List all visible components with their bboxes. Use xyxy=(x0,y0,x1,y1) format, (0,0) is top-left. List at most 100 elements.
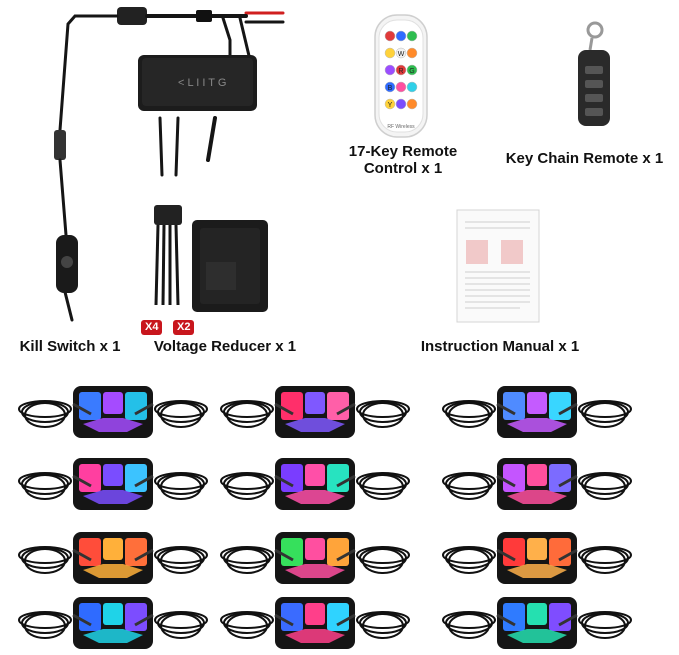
wire-coil xyxy=(160,402,202,428)
led-pod-grid xyxy=(18,386,632,649)
keychain-remote xyxy=(578,21,610,126)
remote-key xyxy=(395,30,407,42)
wire-coil xyxy=(157,547,205,569)
pod-led-center xyxy=(527,392,547,414)
wire-coil xyxy=(223,612,271,634)
pod-led-left xyxy=(503,603,525,631)
led-pod xyxy=(442,597,632,649)
wire-coil xyxy=(584,402,626,428)
pod-led-bottom xyxy=(83,490,143,504)
pod-led-left xyxy=(281,392,303,420)
kill-switch xyxy=(56,235,78,293)
pod-led-left xyxy=(281,603,303,631)
pod-led-right xyxy=(327,392,349,420)
wire-coil xyxy=(448,402,490,428)
wire-coil xyxy=(160,548,202,574)
wire-coil xyxy=(24,402,66,428)
led-pod xyxy=(18,386,208,438)
wire-coil xyxy=(223,401,271,423)
pod-led-center xyxy=(103,464,123,486)
wire-coil xyxy=(445,473,493,495)
pod-led-bottom xyxy=(285,418,345,432)
wire-coil xyxy=(359,547,407,569)
badge-x4: X4 xyxy=(141,320,163,335)
wire-coil xyxy=(448,474,490,500)
led-pod xyxy=(442,386,632,438)
wire-coil xyxy=(223,473,271,495)
remote-key xyxy=(395,98,407,110)
pod-led-center xyxy=(305,603,325,625)
wire-coil xyxy=(445,547,493,569)
wire-coil xyxy=(21,547,69,569)
pod-led-bottom xyxy=(83,564,143,578)
pod-led-right xyxy=(327,603,349,631)
remote-key-label: G xyxy=(409,68,414,75)
wire-coil xyxy=(226,474,268,500)
wire-coil xyxy=(359,401,407,423)
wire-coil xyxy=(581,547,629,569)
pod-led-bottom xyxy=(507,490,567,504)
remote-key xyxy=(406,30,418,42)
pod-led-right xyxy=(549,392,571,420)
pod-led-left xyxy=(281,464,303,492)
wire-coil xyxy=(584,474,626,500)
led-pod xyxy=(442,458,632,510)
pod-frame-line xyxy=(496,402,578,416)
pod-led-right xyxy=(549,538,571,566)
pod-led-center xyxy=(103,603,123,625)
label-17-key-remote: 17-Key Remote Control x 1 xyxy=(348,143,458,177)
control-box-logo: < L I I T G xyxy=(178,77,226,89)
pod-led-bottom xyxy=(507,564,567,578)
wire-coil xyxy=(581,401,629,423)
remote-key xyxy=(395,81,407,93)
remote-key-label: W xyxy=(398,51,405,58)
voltage-reducer xyxy=(192,220,268,312)
led-pod xyxy=(18,532,208,584)
pod-led-center xyxy=(103,538,123,560)
badge-x2: X2 xyxy=(173,320,195,335)
instruction-manual xyxy=(456,209,540,323)
pod-frame-line xyxy=(274,402,356,416)
pod-led-center xyxy=(527,603,547,625)
pod-led-bottom xyxy=(285,564,345,578)
label-voltage-reducer: Voltage Reducer x 1 xyxy=(153,338,297,355)
remote-key-label: R xyxy=(398,68,403,75)
remote-key-label: Y xyxy=(388,102,393,109)
label-instruction-manual: Instruction Manual x 1 xyxy=(420,338,580,355)
label-kill-switch: Kill Switch x 1 xyxy=(19,338,121,355)
remote-key xyxy=(384,47,396,59)
led-pod xyxy=(18,597,208,649)
led-pod xyxy=(220,458,410,510)
pod-led-center xyxy=(305,464,325,486)
pod-led-left xyxy=(79,392,101,420)
wire-coil xyxy=(359,612,407,634)
pod-led-center xyxy=(305,538,325,560)
wire-coil xyxy=(362,613,404,639)
wire-coil xyxy=(157,473,205,495)
pod-led-left xyxy=(281,538,303,566)
wire-coil xyxy=(362,402,404,428)
remote-key xyxy=(395,64,407,76)
control-box: < L I I T G xyxy=(138,55,257,111)
wire-coil xyxy=(448,613,490,639)
remote-key xyxy=(406,47,418,59)
remote-footer: RF Wireless xyxy=(387,124,415,130)
wire-coil xyxy=(362,474,404,500)
wire-coil xyxy=(21,473,69,495)
wire-coil xyxy=(157,401,205,423)
wire-coil xyxy=(21,401,69,423)
pod-frame-line xyxy=(496,548,578,562)
pod-frame-line xyxy=(496,613,578,627)
pod-frame-line xyxy=(274,613,356,627)
remote-key xyxy=(384,81,396,93)
pod-led-left xyxy=(79,603,101,631)
remote-key xyxy=(395,47,407,59)
pod-led-bottom xyxy=(507,418,567,432)
pod-frame-line xyxy=(496,474,578,488)
pod-led-bottom xyxy=(83,629,143,643)
pod-led-bottom xyxy=(285,629,345,643)
wire-coil xyxy=(160,613,202,639)
pod-led-right xyxy=(125,538,147,566)
pod-led-left xyxy=(79,538,101,566)
